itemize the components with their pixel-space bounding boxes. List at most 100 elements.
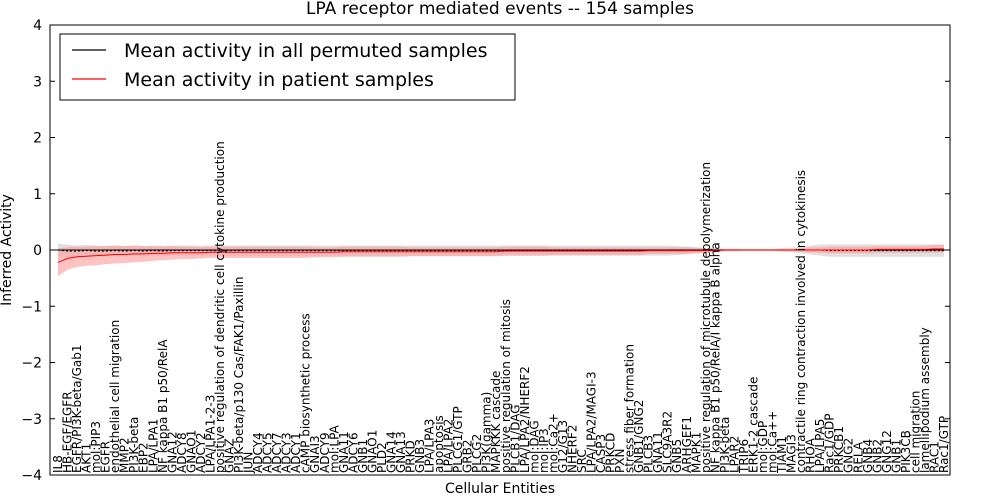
category-label: PRKCD [604, 433, 618, 473]
category-label: RHOA [804, 437, 818, 473]
category-label: PI3K(gamma) [480, 392, 494, 473]
series-line-patient [57, 248, 944, 263]
x-axis-label: Cellular Entities [445, 481, 555, 497]
category-label: ADCY1 [289, 432, 303, 473]
category-label: IL8 [51, 455, 65, 473]
category-label: mol:Ca2+ [546, 413, 560, 473]
y-tick-label: 2 [33, 131, 42, 147]
category-label: GRB2 [461, 439, 475, 473]
category-label: ADCY5 [261, 432, 275, 473]
category-label: NF kappa B1 p50/RelA [156, 339, 170, 473]
category-label: GNA13 [394, 431, 408, 473]
category-label: PLCB3 [642, 435, 656, 473]
y-axis-label: Inferred Activity [0, 194, 15, 306]
category-label: LPA/LPA2 [442, 419, 456, 473]
y-tick-label: 3 [33, 74, 42, 90]
category-label: NHERF2 [566, 425, 580, 473]
category-label: mol:GDP [756, 421, 770, 473]
y-tick-label: −1 [21, 299, 42, 315]
category-label: GNAI3 [308, 435, 322, 473]
category-label: positive regulation of microtubule depol… [699, 162, 713, 473]
category-label: LPA/LPA1-2-3 [203, 395, 217, 473]
y-tick-label: −3 [21, 412, 42, 428]
category-label: PXN [613, 449, 627, 473]
category-label: MMP2 [118, 437, 132, 473]
category-label: HB-EGF/EGFR [61, 391, 75, 473]
category-label: PRKD [404, 440, 418, 473]
category-label: GNAZ [223, 438, 237, 473]
series-lines [57, 248, 944, 263]
category-label: GNA14 [384, 431, 398, 473]
legend-box [59, 33, 516, 101]
category-label: ADCY6 [346, 432, 360, 473]
category-label: positive regulation of dendritic cell cy… [213, 141, 227, 473]
category-label: mol:DAG [527, 420, 541, 473]
category-label: GNB1/GNG2 [632, 400, 646, 473]
category-label: PI3K-beta [127, 417, 141, 473]
category-label: NF kappa B1 p50/RelA/I kappa B alpha [708, 242, 722, 473]
category-label: GNB2 [870, 439, 884, 473]
category-label: LPA/LPA2/MAGI-3 [585, 371, 599, 473]
category-label: cAMP biosynthetic process [299, 313, 313, 473]
category-label: GNG2 [842, 438, 856, 473]
category-label: LPA/LPA5 [813, 419, 827, 473]
category-label: positive regulation of mitosis [499, 299, 513, 473]
category-labels: IL8HB-EGF/EGFREGFR/PI3K-beta/Gab1AKT1mol… [51, 141, 951, 474]
category-label: PRKCB1 [832, 426, 846, 473]
category-label: GNAO1 [365, 430, 379, 473]
category-label: GNA12 [165, 431, 179, 473]
category-label: ADCY3 [280, 432, 294, 473]
y-tick-label: −4 [21, 468, 42, 484]
chart-title: LPA receptor mediated events -- 154 samp… [306, 0, 694, 19]
category-label: CASP3 [594, 434, 608, 473]
category-label: Rac1/GTP [937, 416, 951, 473]
category-label: ARHGEF1 [680, 416, 694, 473]
y-tick-label: −2 [21, 356, 42, 372]
category-label: stress fiber formation [623, 344, 637, 473]
y-tick-label: 1 [33, 187, 42, 203]
legend-label-patient: Mean activity in patient samples [124, 69, 434, 91]
confidence-bands [58, 243, 944, 277]
category-label: GNB4 [861, 439, 875, 473]
category-label: PLCG1/GTP [451, 406, 465, 473]
category-label: mol:IP3 [537, 428, 551, 473]
category-label: EBP2 [137, 442, 151, 473]
category-label: RAC1 [928, 441, 942, 473]
category-label: MAPK1 [689, 432, 703, 473]
category-label: endothelial cell migration [108, 320, 122, 473]
category-label: GNB1 [889, 439, 903, 473]
category-label: G12/G13 [556, 420, 570, 473]
category-label: AKT1 [80, 443, 94, 473]
category-label: EGFR [99, 441, 113, 473]
category-label: RELA [851, 441, 865, 473]
y-tick-label: 0 [33, 243, 42, 259]
category-label: MAGI3 [785, 434, 799, 473]
category-label: contractile ring contraction involved in… [794, 170, 808, 473]
category-label: LPA/LPA2/NHERF2 [518, 366, 532, 473]
category-label: PLCG2 [470, 434, 484, 473]
category-label: ADCY7 [270, 432, 284, 473]
category-label: GNB5 [670, 439, 684, 473]
category-label: PI3K-beta [718, 417, 732, 473]
category-label: GNA11 [651, 431, 665, 473]
category-label: mol:Ca++ [766, 411, 780, 473]
plot-frame [49, 24, 951, 476]
category-label: ADCY9 [318, 432, 332, 473]
category-label: EGFR/PI3K-beta/Gab1 [70, 344, 84, 473]
category-label: GNAO1 [184, 430, 198, 473]
category-label: PI3K-beta/p130 Cas/FAK1/Paxillin [232, 277, 246, 473]
category-label: ADCY8 [175, 432, 189, 473]
category-label: cell migration [908, 391, 922, 473]
category-label: GNA11 [337, 431, 351, 473]
category-label: lamellipodium assembly [918, 327, 932, 473]
category-label: TRIP6 [737, 439, 751, 474]
category-label: TIAM1 [775, 436, 789, 474]
category-label: mol:LPA [327, 424, 341, 473]
category-label: Rac1/GDP [823, 414, 837, 473]
category-label: LPA/LPA3 [423, 419, 437, 473]
category-label: mol:PIP3 [89, 421, 103, 473]
category-label: MAPKKK cascade [489, 371, 503, 473]
category-label: LPA/LPA1 [146, 419, 160, 473]
legend-label-permuted: Mean activity in all permuted samples [124, 40, 487, 62]
